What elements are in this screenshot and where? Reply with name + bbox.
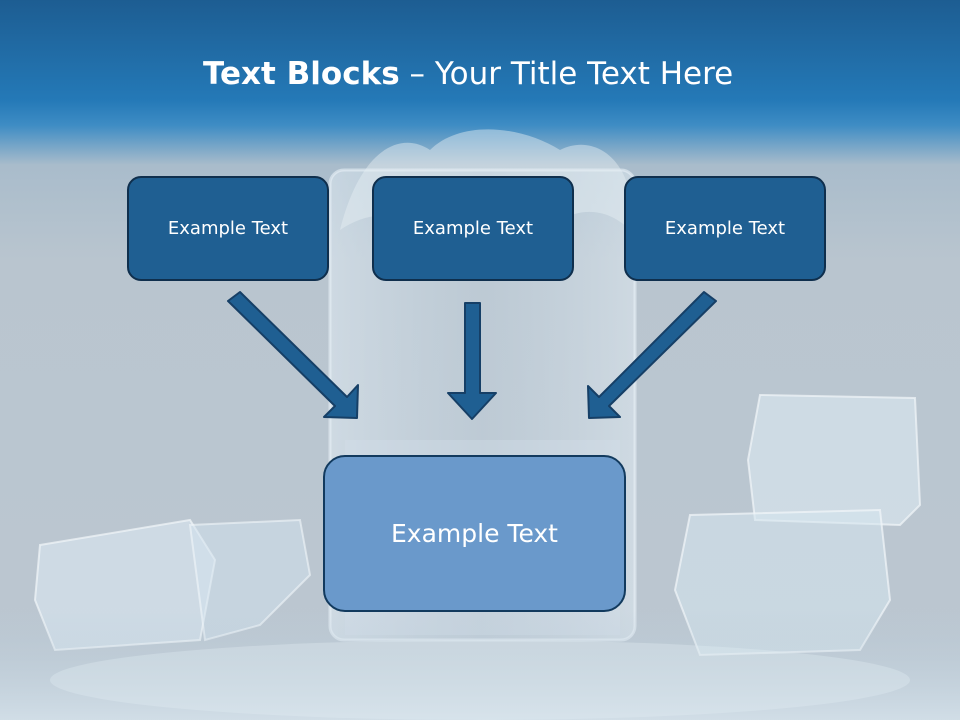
slide-title-bold: Text Blocks [203, 56, 400, 92]
arrow-down-icon [447, 302, 497, 420]
slide-title: Text Blocks – Your Title Text Here [203, 54, 733, 94]
arrow-right-icon [587, 291, 717, 419]
text-block-3[interactable]: Example Text [624, 176, 826, 281]
slide-title-rest: – Your Title Text Here [399, 56, 734, 92]
text-block-1[interactable]: Example Text [127, 176, 329, 281]
target-text-block[interactable]: Example Text [323, 455, 626, 612]
arrow-left-icon [227, 291, 359, 419]
text-block-2[interactable]: Example Text [372, 176, 574, 281]
